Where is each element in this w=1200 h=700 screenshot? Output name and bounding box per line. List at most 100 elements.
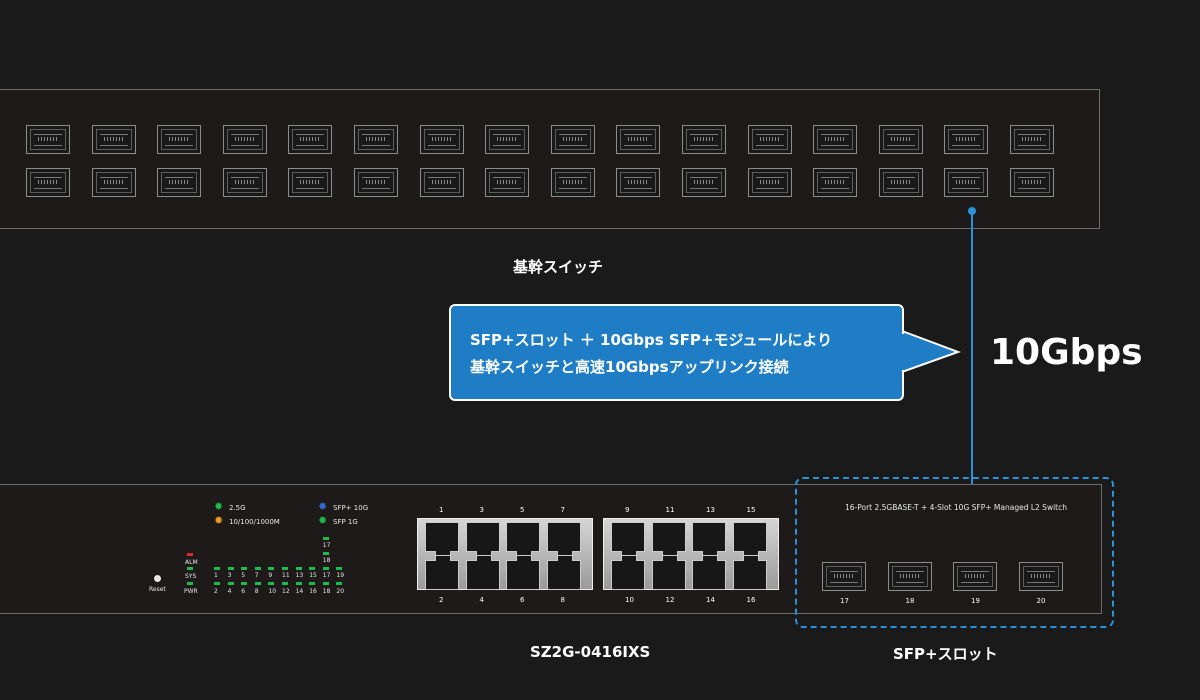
core-sfp-port [1010, 125, 1054, 154]
port-led-number: 5 [241, 572, 246, 579]
port-led-number: 12 [282, 588, 290, 595]
reset-button[interactable] [154, 575, 161, 582]
rj45-port[interactable] [732, 555, 767, 590]
rj45-port-number: 11 [665, 506, 675, 514]
sfp-plus-slot[interactable] [887, 562, 932, 591]
uplink-endpoint-top [968, 207, 976, 215]
legend-2-5g: 2.5G [229, 504, 246, 512]
rj45-port[interactable] [465, 555, 500, 590]
port-led-bottom [295, 582, 302, 585]
rj45-port[interactable] [611, 522, 645, 557]
rj45-port-number: 12 [665, 596, 675, 604]
port-led-number: 13 [295, 572, 304, 579]
core-switch [0, 89, 1100, 229]
rj45-port[interactable] [732, 522, 767, 557]
core-sfp-port [1010, 168, 1054, 197]
core-sfp-port [419, 125, 464, 154]
rj45-port-number: 13 [706, 506, 715, 514]
port-led-number: 9 [268, 572, 273, 579]
callout-text: SFP+スロット ＋ 10Gbps SFP+モジュールにより 基幹スイッチと高速… [470, 327, 832, 381]
sfp-slot-number: 19 [971, 597, 980, 605]
rj45-port-number: 10 [625, 596, 634, 604]
port-led-number: 11 [282, 572, 290, 579]
rj45-port-number: 1 [439, 506, 444, 514]
model-label: SZ2G-0416IXS [530, 643, 651, 661]
port-led-bottom [336, 582, 343, 585]
core-sfp-port [157, 125, 202, 154]
port-led-number: 1 [214, 572, 218, 579]
rj45-port[interactable] [425, 555, 459, 590]
rj45-port[interactable] [692, 522, 726, 557]
core-sfp-port [813, 168, 858, 197]
port-led-number: 15 [309, 572, 317, 579]
core-sfp-port [682, 168, 726, 197]
rj45-port-number: 3 [479, 506, 484, 514]
core-sfp-port [944, 125, 989, 154]
rj45-port[interactable] [651, 522, 686, 557]
core-sfp-port [747, 168, 792, 197]
port-led-bottom [241, 582, 248, 585]
rj45-port[interactable] [546, 555, 581, 590]
port-led-number: 16 [309, 588, 317, 595]
rj45-port[interactable] [611, 555, 645, 590]
port-led-number: 8 [254, 588, 259, 595]
sfp-plus-slot[interactable] [822, 562, 866, 591]
rj45-port-number: 16 [746, 596, 756, 604]
core-sfp-port [157, 168, 202, 197]
core-sfp-port [222, 168, 267, 197]
port-led-top [268, 567, 275, 570]
core-sfp-port [944, 168, 989, 197]
port-led-top [282, 567, 288, 570]
core-sfp-port [878, 125, 923, 154]
rj45-port[interactable] [465, 522, 500, 557]
port-led-top [241, 567, 248, 570]
port-led-top [336, 567, 343, 570]
port-led-number: 19 [336, 572, 345, 579]
core-sfp-port [813, 125, 858, 154]
port-led-top [214, 567, 220, 570]
sfp-led [322, 537, 329, 540]
rj45-port[interactable] [425, 522, 459, 557]
rj45-port-number: 7 [560, 506, 565, 514]
alm-led [187, 553, 193, 556]
rj45-port-number: 6 [520, 596, 525, 604]
port-led-number: 18 [322, 557, 331, 564]
rj45-port[interactable] [506, 522, 540, 557]
sfp-plus-slot[interactable] [1018, 562, 1063, 591]
rj45-port-number: 5 [520, 506, 525, 514]
core-sfp-port [550, 168, 595, 197]
legend-sfp-10g-icon: ✸ [318, 500, 328, 513]
core-sfp-port [485, 125, 530, 154]
sfp-led [322, 552, 329, 555]
core-sfp-port [485, 168, 530, 197]
sfp-slot-number: 17 [840, 597, 849, 605]
port-led-bottom [214, 582, 220, 585]
sfp-plus-slot[interactable] [953, 562, 997, 591]
port-led-number: 17 [322, 572, 331, 579]
core-sfp-port [419, 168, 464, 197]
core-sfp-port [682, 125, 726, 154]
rj45-port[interactable] [651, 555, 686, 590]
rj45-port-number: 14 [706, 596, 715, 604]
callout-line-2: 基幹スイッチと高速10Gbpsアップリンク接続 [470, 358, 789, 376]
callout-line-1: SFP+スロット ＋ 10Gbps SFP+モジュールにより [470, 331, 833, 349]
rj45-port[interactable] [692, 555, 726, 590]
port-led-number: 6 [241, 588, 246, 595]
core-sfp-port [616, 125, 661, 154]
core-sfp-port [91, 125, 136, 154]
core-sfp-port [354, 125, 398, 154]
core-sfp-port [288, 168, 333, 197]
port-led-top [322, 567, 329, 570]
port-led-number: 2 [214, 588, 218, 595]
callout-pointer [901, 329, 961, 374]
rj45-port[interactable] [506, 555, 540, 590]
core-sfp-port [26, 168, 70, 197]
core-sfp-port [747, 125, 792, 154]
rj45-port-number: 9 [625, 506, 630, 514]
port-led-bottom [322, 582, 329, 585]
core-sfp-port [288, 125, 333, 154]
switch-description: 16-Port 2.5GBASE-T + 4-Slot 10G SFP+ Man… [845, 503, 1067, 512]
sfp-slot-number: 18 [905, 597, 915, 605]
rj45-port-number: 4 [479, 596, 484, 604]
rj45-port[interactable] [546, 522, 581, 557]
